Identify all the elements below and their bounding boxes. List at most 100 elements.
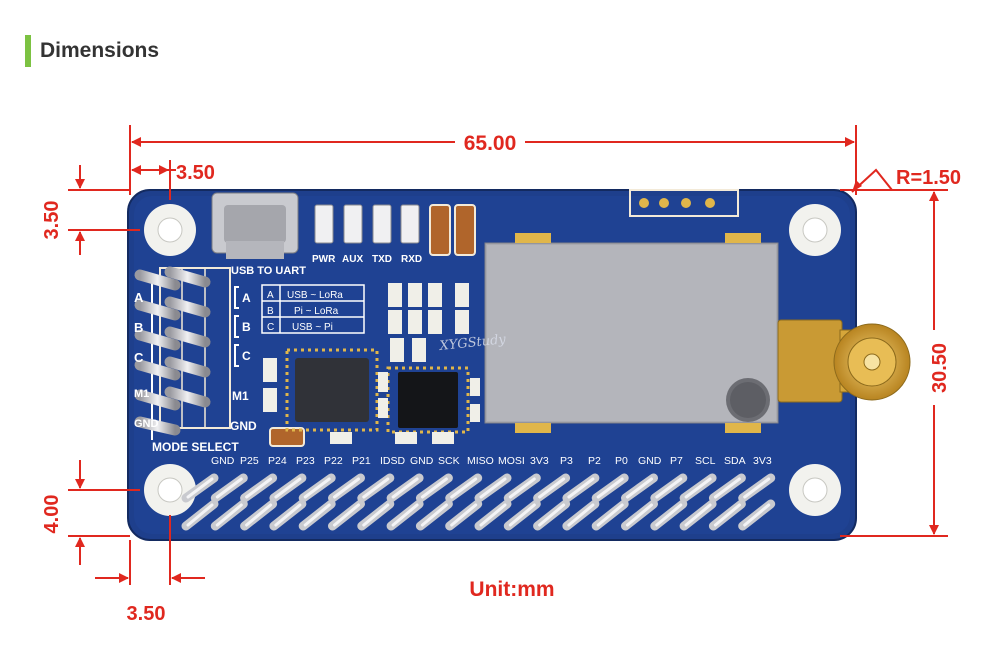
mode-row-c-desc: USB ~ Pi [292, 322, 333, 333]
mode-row-c-letter: C [267, 322, 274, 333]
pin-label: IDSD [380, 455, 406, 467]
unit-label: Unit:mm [469, 578, 554, 601]
mounting-holes [144, 204, 841, 516]
gpio-pin-highlight [684, 503, 712, 527]
dim-bottom-offset-y: 4.00 [41, 495, 63, 534]
gpio-pin-highlight [362, 503, 390, 527]
gpio-pin-highlight [333, 503, 360, 527]
gpio-pin-highlight [362, 477, 390, 499]
mode-select-label: MODE SELECT [152, 440, 239, 454]
micro-usb-connector [211, 192, 299, 259]
gpio-pin-highlight [245, 503, 273, 527]
dimension-lines [68, 125, 948, 585]
gpio-pin-highlight [391, 477, 419, 499]
gpio-pin-highlight [479, 503, 507, 527]
gpio-pin-highlight [391, 503, 419, 527]
gpio-pin-highlight [303, 503, 331, 527]
dim-width: 65.00 [464, 132, 517, 155]
gpio-pin-highlight [743, 503, 771, 527]
gpio-pin-highlight [420, 503, 448, 527]
gpio-pin-highlight [450, 503, 478, 527]
gpio-pin-highlight [508, 503, 536, 527]
gpio-pin-highlight [684, 477, 712, 499]
pin-label: P7 [670, 455, 683, 467]
bracket-label-b: B [242, 320, 251, 334]
gpio-pin-highlight [596, 503, 624, 527]
radius-arrow [852, 180, 862, 192]
led-label-txd: TXD [372, 254, 392, 265]
mode-row-b-desc: Pi ~ LoRa [294, 306, 339, 317]
status-leds [314, 204, 420, 244]
mounting-hole-bottom-left [144, 464, 196, 516]
pin-label: P0 [615, 455, 628, 467]
pin-label: P22 [324, 455, 343, 467]
gpio-pin-highlight [538, 503, 566, 527]
gpio-pin-highlight [713, 477, 741, 499]
bracket-label-m1: M1 [232, 389, 249, 403]
pin-label: SCL [695, 455, 716, 467]
sma-antenna-connector [777, 319, 911, 403]
jumper-label-a: A [134, 290, 144, 305]
mounting-hole-top-right [789, 204, 841, 256]
pin-label: P21 [352, 455, 371, 467]
mode-select-table [261, 284, 365, 334]
dim-hole-offset-top: 3.50 [176, 162, 215, 184]
gpio-pin-highlight [420, 477, 448, 499]
pin-label: GND [211, 455, 235, 467]
jumper-label-b: B [134, 320, 143, 335]
dim-height: 30.50 [929, 343, 951, 393]
gpio-pin-highlight [215, 477, 243, 499]
pin-label: SCK [438, 455, 460, 467]
pin-label: P23 [296, 455, 315, 467]
gpio-pin-highlight [479, 477, 507, 499]
usb-label: USB TO UART [231, 265, 306, 277]
pin-label: MOSI [498, 455, 525, 467]
header-accent-bar [25, 35, 31, 67]
section-header: Dimensions [25, 35, 159, 67]
qfn-chip [285, 348, 379, 432]
gpio-pin-highlight [186, 477, 214, 499]
passive-components [263, 283, 480, 444]
gpio-header-pins [181, 473, 776, 531]
pin-label: 3V3 [753, 455, 772, 467]
gpio-pin-highlight [626, 503, 653, 527]
gpio-pin-highlight [743, 477, 771, 499]
mode-row-a-letter: A [267, 290, 274, 301]
mounting-hole-top-left [144, 204, 196, 256]
gpio-pin-highlight [186, 503, 214, 527]
gpio-pin-highlight [245, 477, 273, 499]
led-label-pwr: PWR [312, 254, 336, 265]
gpio-pin-highlight [655, 503, 683, 527]
pin-label: 3V3 [530, 455, 549, 467]
gpio-pin-highlight [596, 477, 624, 499]
gpio-pin-highlight [567, 503, 595, 527]
mode-jumper-pins [134, 266, 231, 436]
top-header-pads [629, 189, 739, 217]
lora-module [484, 233, 779, 433]
gpio-pin-highlight [567, 477, 595, 499]
dim-hole-offset-left: 3.50 [41, 201, 63, 240]
bracket-label-gnd: GND [230, 419, 257, 433]
capacitors [269, 204, 476, 447]
gpio-pin-highlight [655, 477, 683, 499]
pin-label: P3 [560, 455, 573, 467]
dim-corner-radius: R=1.50 [896, 167, 961, 189]
gpio-pin-highlight [215, 503, 243, 527]
gpio-pin-highlight [538, 477, 566, 499]
mode-row-a-desc: USB ~ LoRa [287, 290, 343, 301]
gpio-pin-highlight [274, 477, 302, 499]
pin-label: GND [410, 455, 434, 467]
gpio-pin-highlight [333, 477, 360, 499]
jumper-label-c: C [134, 350, 144, 365]
gpio-pin-highlight [508, 477, 536, 499]
led-label-rxd: RXD [401, 254, 422, 265]
pin-label: P24 [268, 455, 287, 467]
gpio-pin-highlight [713, 503, 741, 527]
led-label-aux: AUX [342, 254, 363, 265]
gpio-pin-highlight [303, 477, 331, 499]
jumper-label-m1: M1 [134, 388, 149, 400]
pin-label: MISO [467, 455, 494, 467]
watermark: XYGStudy [438, 332, 507, 354]
pin-label: P25 [240, 455, 259, 467]
